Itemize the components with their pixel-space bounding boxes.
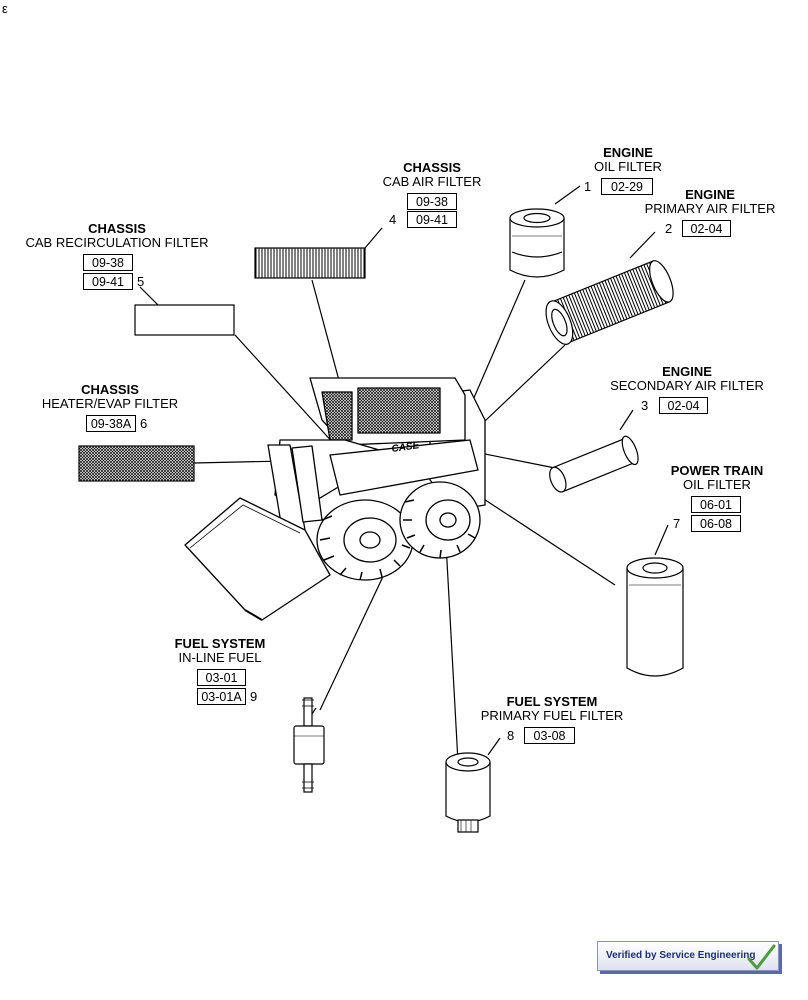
inline-fuel-filter-shape bbox=[293, 697, 325, 793]
callout-heater-evap-filter: CHASSIS HEATER/EVAP FILTER bbox=[30, 383, 190, 411]
callout-name: PRIMARY FUEL FILTER bbox=[480, 708, 624, 723]
verified-badge: Verified by Service Engineering bbox=[597, 941, 779, 971]
callout-number: 6 bbox=[140, 416, 148, 431]
callout-system: ENGINE bbox=[662, 364, 712, 379]
callout-system: FUEL SYSTEM bbox=[174, 636, 266, 651]
callout-system: POWER TRAIN bbox=[670, 463, 764, 478]
front-wheel bbox=[316, 499, 414, 581]
callout-name: SECONDARY AIR FILTER bbox=[610, 378, 764, 393]
ref-box[interactable]: 02-04 bbox=[682, 220, 731, 237]
callout-number: 2 bbox=[665, 221, 673, 236]
verified-badge-text: Verified by Service Engineering bbox=[606, 950, 756, 961]
callout-secondary-air-filter: ENGINE SECONDARY AIR FILTER bbox=[596, 365, 778, 393]
ref-box[interactable]: 02-29 bbox=[601, 178, 653, 195]
ref-box[interactable]: 09-38 bbox=[407, 193, 457, 210]
callout-system: CHASSIS bbox=[88, 221, 146, 236]
secondary-air-filter-shape bbox=[549, 435, 639, 493]
cab-air-filter-shape bbox=[254, 247, 366, 279]
ref-box[interactable]: 06-08 bbox=[691, 515, 741, 532]
ref-box[interactable]: 03-08 bbox=[524, 727, 575, 744]
primary-air-filter-shape bbox=[545, 260, 674, 345]
callout-inline-fuel: FUEL SYSTEM IN-LINE FUEL bbox=[160, 637, 280, 665]
callout-number: 8 bbox=[507, 728, 515, 743]
rear-wheel bbox=[399, 481, 481, 559]
callout-system: CHASSIS bbox=[81, 382, 139, 397]
machine-brand: CASE bbox=[391, 440, 420, 455]
ref-box[interactable]: 03-01 bbox=[197, 669, 246, 686]
ref-box[interactable]: 09-38 bbox=[83, 254, 133, 271]
callout-name: OIL FILTER bbox=[683, 477, 751, 492]
callout-name: PRIMARY AIR FILTER bbox=[644, 201, 776, 216]
ref-box[interactable]: 03-01A bbox=[197, 688, 246, 705]
callout-name: CAB AIR FILTER bbox=[382, 174, 482, 189]
callout-primary-air-filter: ENGINE PRIMARY AIR FILTER bbox=[632, 188, 788, 216]
ref-box[interactable]: 06-01 bbox=[691, 496, 741, 513]
callout-engine-oil-filter: ENGINE OIL FILTER bbox=[578, 146, 678, 174]
callout-cab-recirculation-filter: CHASSIS CAB RECIRCULATION FILTER bbox=[12, 222, 222, 250]
callout-name: IN-LINE FUEL bbox=[178, 650, 262, 665]
callout-cab-air-filter: CHASSIS CAB AIR FILTER bbox=[362, 161, 502, 189]
heater-evap-filter-shape bbox=[78, 445, 195, 482]
checkmark-icon bbox=[747, 944, 776, 970]
callout-name: OIL FILTER bbox=[594, 159, 662, 174]
callout-number: 3 bbox=[641, 398, 649, 413]
callout-number: 4 bbox=[389, 212, 397, 227]
ref-box[interactable]: 09-38A bbox=[86, 415, 136, 432]
callout-number: 1 bbox=[584, 179, 592, 194]
callout-primary-fuel-filter: FUEL SYSTEM PRIMARY FUEL FILTER bbox=[466, 695, 638, 723]
primary-fuel-filter-shape bbox=[445, 752, 491, 833]
engine-oil-filter-shape bbox=[509, 208, 565, 278]
ref-box[interactable]: 02-04 bbox=[659, 397, 708, 414]
callout-system: ENGINE bbox=[603, 145, 653, 160]
callout-system: FUEL SYSTEM bbox=[506, 694, 598, 709]
ref-box[interactable]: 09-41 bbox=[83, 273, 133, 290]
corner-mark: ε bbox=[2, 1, 8, 16]
callout-name: HEATER/EVAP FILTER bbox=[41, 396, 179, 411]
power-train-oil-filter-shape bbox=[626, 557, 684, 677]
callout-number: 9 bbox=[250, 689, 258, 704]
callout-system: ENGINE bbox=[685, 187, 735, 202]
cab-recirculation-filter-shape bbox=[134, 304, 235, 336]
callout-power-train-oil-filter: POWER TRAIN OIL FILTER bbox=[658, 464, 776, 492]
callout-number: 5 bbox=[137, 274, 145, 289]
ref-box[interactable]: 09-41 bbox=[407, 211, 457, 228]
callout-number: 7 bbox=[673, 516, 681, 531]
skid-steer-loader bbox=[184, 377, 486, 621]
callout-name: CAB RECIRCULATION FILTER bbox=[25, 235, 209, 250]
callout-system: CHASSIS bbox=[403, 160, 461, 175]
